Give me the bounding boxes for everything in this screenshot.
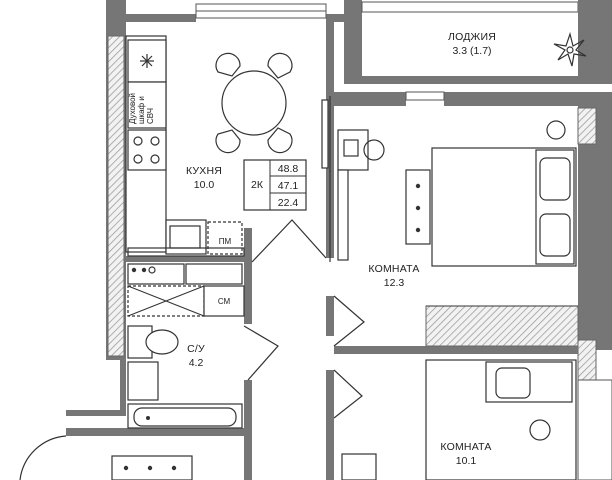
dishwasher-label: ПМ xyxy=(219,237,232,246)
valve-icon xyxy=(131,266,156,274)
room2-furniture xyxy=(341,359,577,480)
kitchen-name: КУХНЯ xyxy=(186,165,222,177)
walls xyxy=(66,0,612,480)
bathroom-area: 4.2 xyxy=(189,357,204,369)
hall-doors xyxy=(19,219,365,480)
room1-name: КОМНАТА xyxy=(368,263,419,275)
dining-table-icon xyxy=(215,52,293,154)
room2-area: 10.1 xyxy=(456,455,477,467)
plant-icon xyxy=(553,31,587,67)
oven-label: Духовой шкаф и СВЧ xyxy=(128,93,155,124)
oven-label-line2: шкаф и xyxy=(137,96,146,124)
toilet-icon xyxy=(127,325,179,359)
washer-label: СМ xyxy=(218,297,231,306)
bed-icon xyxy=(425,359,577,480)
sink-icon xyxy=(165,219,207,255)
loggia-area: 3.3 (1.7) xyxy=(452,45,491,57)
room2-name: КОМНАТА xyxy=(440,441,491,453)
oven-label-line3: СВЧ xyxy=(146,108,155,124)
kitchen-furniture xyxy=(125,35,331,257)
loggia-name: ЛОДЖИЯ xyxy=(448,31,496,43)
bathroom-name: С/У xyxy=(187,343,205,355)
oven-label-line1: Духовой xyxy=(128,93,137,124)
room1-furniture xyxy=(329,120,578,307)
room1-area: 12.3 xyxy=(384,277,405,289)
summary-total: 48.8 xyxy=(278,163,299,175)
summary-living: 22.4 xyxy=(278,197,299,209)
stove-icon xyxy=(127,129,167,171)
bathtub-icon xyxy=(127,403,243,429)
kitchen-area: 10.0 xyxy=(194,179,215,191)
bathroom-furniture xyxy=(127,263,279,429)
loggia xyxy=(553,31,587,67)
summary-type: 2К xyxy=(251,179,264,191)
hood-icon xyxy=(140,54,154,68)
summary-living-total: 47.1 xyxy=(278,180,299,192)
bed-icon xyxy=(431,147,577,267)
